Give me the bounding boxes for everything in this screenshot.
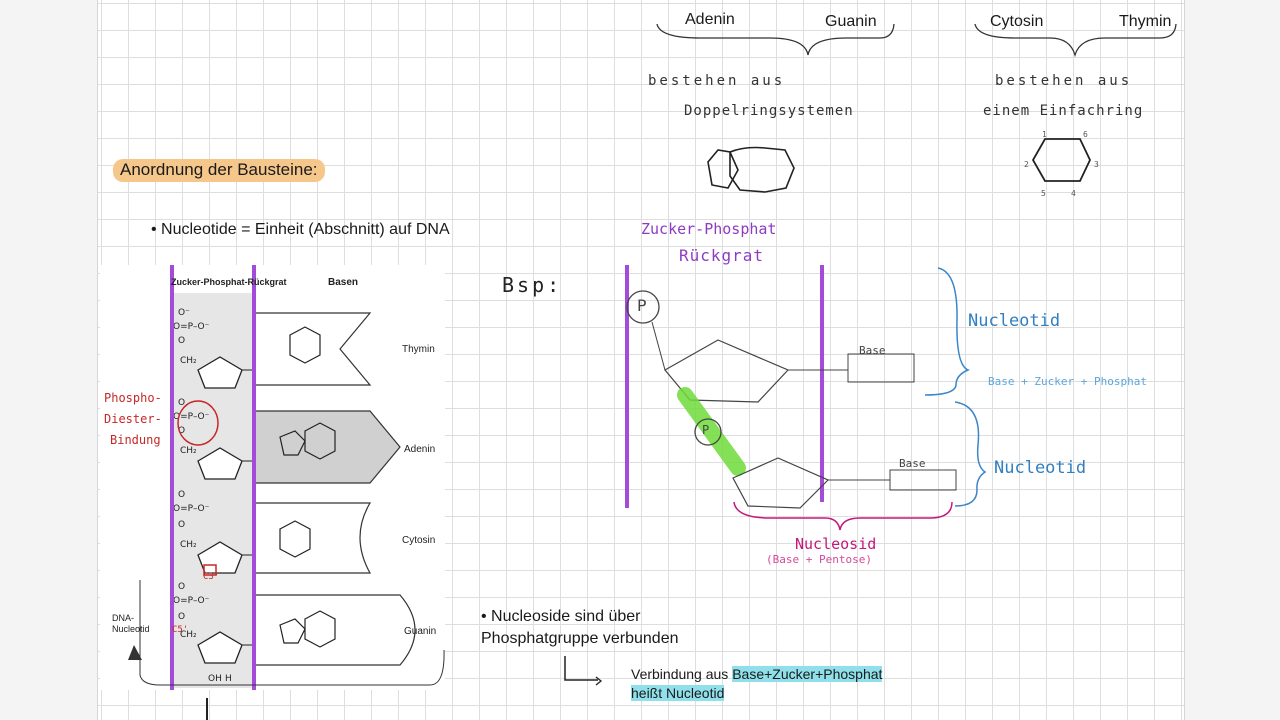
label-thymin: Thymin bbox=[1119, 13, 1171, 31]
example-base-box-1 bbox=[848, 354, 914, 382]
connection-line1: Verbindung aus Base+Zucker+Phosphat bbox=[631, 666, 882, 682]
example-sugar-2 bbox=[733, 458, 828, 508]
double-ring-icon bbox=[708, 148, 794, 193]
nucleotid-label-1: Nucleotid bbox=[968, 311, 1060, 331]
backbone-note-line2: Rückgrat bbox=[679, 246, 764, 265]
svg-text:O=P–O⁻: O=P–O⁻ bbox=[173, 504, 210, 514]
nucleosid-sub-label: (Base + Pentose) bbox=[766, 553, 872, 566]
ring-number: 6 bbox=[1083, 130, 1088, 139]
label-guanin: Guanin bbox=[825, 13, 877, 31]
base-shape-adenin bbox=[255, 411, 400, 483]
svg-text:CH₂: CH₂ bbox=[180, 540, 197, 550]
bullet-nucleoside-line2: Phosphatgruppe verbunden bbox=[481, 630, 679, 648]
svg-text:O: O bbox=[178, 490, 185, 500]
section-title: Anordnung der Bausteine: bbox=[113, 159, 325, 182]
ring-number: 4 bbox=[1071, 189, 1076, 198]
connection-line2: heißt Nucleotid bbox=[631, 685, 724, 701]
svg-text:O: O bbox=[178, 520, 185, 530]
svg-text:O: O bbox=[178, 336, 185, 346]
figure-dna-nucleotid-label: DNA-Nucleotid bbox=[112, 613, 162, 635]
figure-base-guanin: Guanin bbox=[404, 626, 436, 637]
pyrimidine-note-line2: einem Einfachring bbox=[983, 103, 1143, 119]
svg-text:H: H bbox=[225, 674, 232, 684]
svg-text:O⁻: O⁻ bbox=[178, 308, 190, 318]
bullet-nucleoside-line1: • Nucleoside sind über bbox=[481, 608, 640, 626]
text-cursor bbox=[206, 698, 208, 720]
pyrimidine-note-line1: bestehen aus bbox=[995, 73, 1132, 89]
purine-note-line1: bestehen aus bbox=[648, 73, 785, 89]
base-label-1: Base bbox=[859, 344, 886, 357]
label-adenin: Adenin bbox=[685, 11, 735, 29]
single-ring-icon: 1 6 2 3 5 4 bbox=[1024, 130, 1099, 198]
phosphodiester-note: Phospho- Diester- Bindung bbox=[104, 388, 162, 451]
nucleotide-example-diagram bbox=[600, 210, 1200, 590]
c3-mark: C3' bbox=[203, 572, 219, 582]
label-cytosin: Cytosin bbox=[990, 13, 1043, 31]
ring-number: 3 bbox=[1094, 160, 1099, 169]
figure-header-backbone: Zucker-Phosphat-Rückgrat bbox=[171, 277, 287, 287]
phosphate-label-2: P bbox=[702, 423, 709, 437]
svg-text:CH₂: CH₂ bbox=[180, 356, 197, 366]
backbone-note-line1: Zucker-Phosphat bbox=[641, 220, 776, 238]
figure-header-bases: Basen bbox=[328, 277, 358, 288]
figure-base-thymin: Thymin bbox=[402, 344, 435, 355]
svg-text:O=P–O⁻: O=P–O⁻ bbox=[173, 596, 210, 606]
example-bsp: Bsp: bbox=[502, 273, 562, 297]
nucleotid-brace-1 bbox=[925, 268, 968, 395]
green-highlight bbox=[685, 395, 738, 468]
svg-text:O: O bbox=[178, 582, 185, 592]
svg-text:O=P–O⁻: O=P–O⁻ bbox=[173, 322, 210, 332]
connection-prefix: Verbindung aus bbox=[631, 666, 732, 682]
phospho-note-line2: Diester- bbox=[104, 409, 162, 430]
base-shape-cytosin bbox=[255, 503, 370, 573]
figure-base-cytosin: Cytosin bbox=[402, 535, 435, 546]
ring-number: 2 bbox=[1024, 160, 1029, 169]
bullet-nucleotide: • Nucleotide = Einheit (Abschnitt) auf D… bbox=[151, 221, 450, 239]
nucleotid-brace-2 bbox=[955, 402, 985, 506]
connection-highlight-1: Base+Zucker+Phosphat bbox=[732, 666, 882, 682]
connection-highlight-2: heißt Nucleotid bbox=[631, 685, 724, 701]
phospho-note-line1: Phospho- bbox=[104, 388, 162, 409]
nucleosid-label: Nucleosid bbox=[795, 535, 876, 553]
svg-text:O: O bbox=[178, 612, 185, 622]
purine-note-line2: Doppelringsystemen bbox=[684, 103, 854, 119]
example-base-box-2 bbox=[890, 470, 956, 490]
svg-text:CH₂: CH₂ bbox=[180, 446, 197, 456]
phospho-note-line3: Bindung bbox=[104, 430, 162, 451]
arrow-icon bbox=[560, 652, 610, 690]
nucleotid-formula: Base + Zucker + Phosphat bbox=[988, 375, 1147, 388]
ring-number: 5 bbox=[1041, 189, 1046, 198]
phosphate-label-1: P bbox=[637, 296, 647, 315]
nucleotid-label-2: Nucleotid bbox=[994, 458, 1086, 478]
c5-mark: C5' bbox=[172, 625, 188, 635]
base-label-2: Base bbox=[899, 457, 926, 470]
figure-base-adenin: Adenin bbox=[404, 444, 435, 455]
ring-number: 1 bbox=[1042, 130, 1047, 139]
svg-text:OH: OH bbox=[208, 674, 222, 684]
